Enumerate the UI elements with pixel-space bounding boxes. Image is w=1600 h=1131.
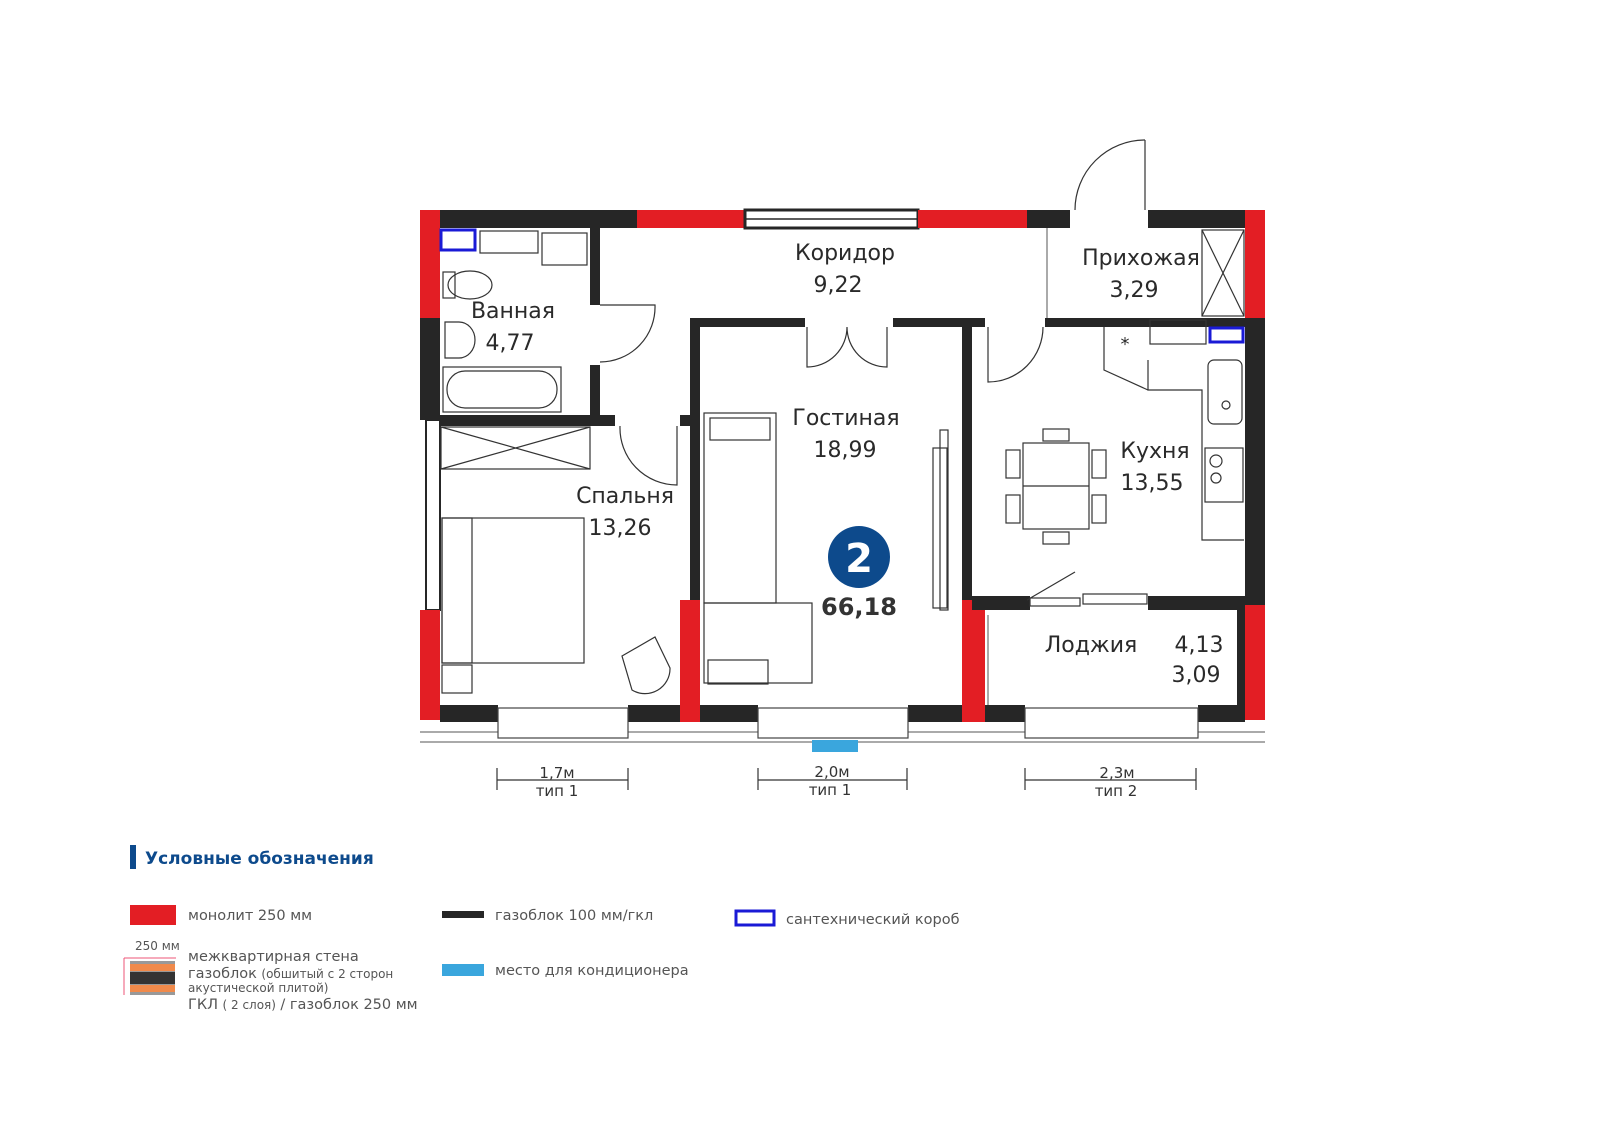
room-name-living: Гостиная <box>792 406 899 431</box>
legend-swatch-party-wall <box>123 957 176 995</box>
legend-party-wall: межквартирная стена <box>188 949 359 965</box>
room-name-kitchen: Кухня <box>1120 439 1189 464</box>
ac-placement <box>812 740 858 752</box>
legend-swatch-gasblock <box>442 911 484 918</box>
legend-monolith: монолит 250 мм <box>188 908 312 924</box>
room-area-loggia-reduced: 3,09 <box>1172 663 1221 688</box>
rooms-count: 2 <box>845 536 873 582</box>
legend-party-wall: акустической плитой) <box>188 981 329 995</box>
legend-party-wall-dim: 250 мм <box>135 939 180 953</box>
legend-party-wall: ГКЛ ( 2 слоя) / газоблок 250 мм <box>188 996 418 1013</box>
room-name-corridor: Коридор <box>795 241 895 266</box>
doors <box>599 139 1146 601</box>
window-type: тип 1 <box>536 782 579 800</box>
svg-text:*: * <box>1121 334 1130 355</box>
room-name-bathroom: Ванная <box>471 299 555 324</box>
furniture <box>440 229 1245 695</box>
window-width: 2,0м <box>814 763 849 781</box>
room-area-living: 18,99 <box>814 438 877 463</box>
legend-title: Условные обозначения <box>145 849 374 869</box>
room-name-loggia: Лоджия <box>1045 633 1138 658</box>
rooms-badge <box>828 526 890 588</box>
room-area-loggia: 4,13 <box>1175 633 1224 658</box>
legend-party-wall: газоблок (обшитый с 2 сторон <box>188 965 393 982</box>
room-name-hallway: Прихожая <box>1082 246 1200 271</box>
dimension-lines <box>496 768 1197 790</box>
legend-gasblock: газоблок 100 мм/гкл <box>495 908 653 924</box>
window-width: 1,7м <box>539 764 574 782</box>
legend-swatch-ac <box>442 964 484 976</box>
room-area-kitchen: 13,55 <box>1121 471 1184 496</box>
window-width: 2,3м <box>1099 764 1134 782</box>
room-name-bedroom: Спальня <box>576 484 674 509</box>
room-area-corridor: 9,22 <box>814 273 863 298</box>
total-area: 66,18 <box>821 593 897 621</box>
legend-shaft: сантехнический короб <box>786 912 960 928</box>
window-type: тип 1 <box>809 781 852 799</box>
room-area-bathroom: 4,77 <box>486 331 535 356</box>
legend-swatch-monolith <box>130 905 176 925</box>
room-area-hallway: 3,29 <box>1110 278 1159 303</box>
room-area-bedroom: 13,26 <box>589 516 652 541</box>
legend-swatch-shaft <box>734 909 776 927</box>
legend-ac: место для кондиционера <box>495 963 689 979</box>
window-type: тип 2 <box>1095 782 1138 800</box>
walls <box>420 208 1265 743</box>
legend-marker <box>130 845 136 869</box>
plumbing-shaft <box>439 228 1245 344</box>
windows <box>497 707 1199 739</box>
